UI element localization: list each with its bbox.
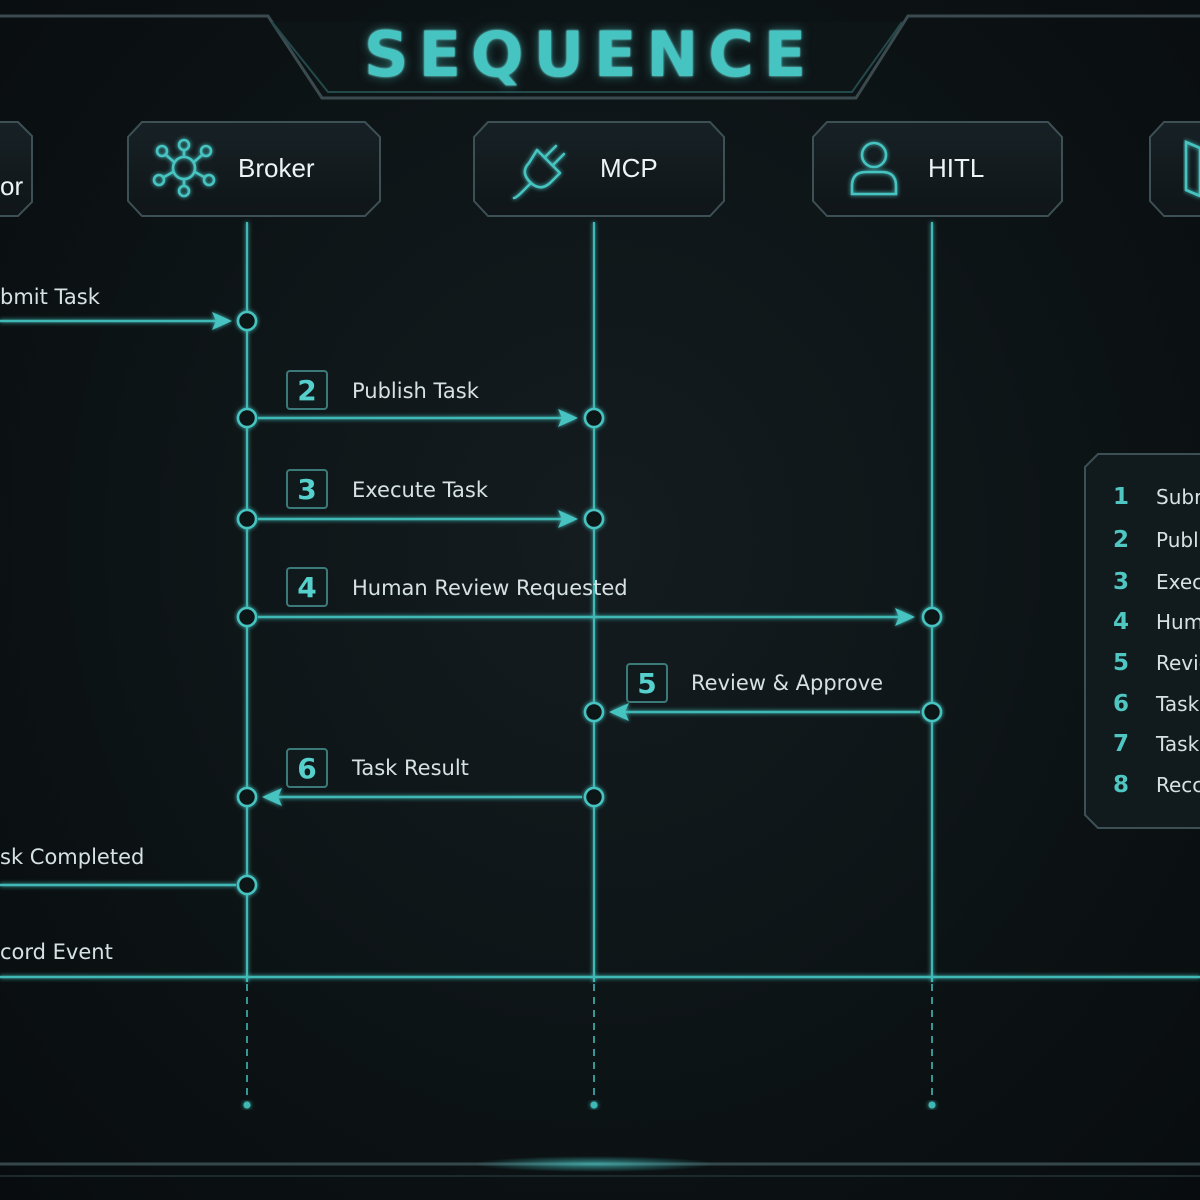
network-hub-icon — [152, 138, 216, 198]
actor-box-broker — [127, 121, 381, 217]
actor-box-hitl — [812, 121, 1063, 217]
step-box-3 — [286, 469, 328, 509]
legend-number-6: 6 — [1112, 691, 1129, 717]
node-mcp-2 — [583, 407, 605, 429]
step-box-5 — [626, 663, 668, 703]
actor-label-mcp: MCP — [600, 152, 658, 183]
step-box-6 — [286, 748, 328, 788]
plug-icon — [512, 144, 566, 200]
message-label-submit-task: bmit Task — [0, 285, 100, 309]
step-number-3: 3 — [297, 472, 317, 506]
step-number-4: 4 — [297, 570, 317, 604]
message-label-execute-task: Execute Task — [352, 478, 488, 502]
node-hitl-4 — [921, 606, 943, 628]
lifeline-end-hitl — [928, 1101, 936, 1109]
legend-number-4: 4 — [1112, 609, 1129, 635]
step-number-5: 5 — [637, 666, 657, 700]
legend-number-8: 8 — [1112, 772, 1129, 798]
actor-label-0: or — [0, 170, 24, 201]
message-label-publish-task: Publish Task — [352, 379, 479, 403]
node-broker-7 — [236, 874, 258, 896]
legend-item-5: Revie — [1156, 651, 1200, 675]
step-box-4 — [286, 567, 328, 607]
message-label-record-event: cord Event — [0, 940, 113, 964]
step-number-6: 6 — [297, 751, 317, 785]
legend-panel — [1084, 453, 1200, 829]
legend-number-5: 5 — [1112, 650, 1129, 676]
node-broker-4 — [236, 606, 258, 628]
node-mcp-6 — [583, 786, 605, 808]
legend-item-4: Hum — [1156, 610, 1200, 634]
message-label-review-approve: Review & Approve — [691, 671, 884, 695]
actor-label-hitl: HITL — [928, 152, 985, 183]
step-number-2: 2 — [297, 373, 317, 407]
node-mcp-3 — [583, 508, 605, 530]
person-icon — [850, 141, 898, 196]
legend-item-8: Recc — [1156, 773, 1200, 797]
actor-box-mcp — [473, 121, 725, 217]
legend-item-3: Exec — [1156, 570, 1200, 594]
arrowhead-human-review — [895, 608, 915, 626]
actor-label-broker: Broker — [238, 152, 315, 183]
arrowhead-task-result — [262, 788, 282, 806]
legend-number-2: 2 — [1112, 527, 1129, 553]
message-label-task-result: Task Result — [352, 756, 469, 780]
shield-icon — [1184, 140, 1200, 198]
legend-number-3: 3 — [1112, 569, 1129, 595]
legend-number-1: 1 — [1112, 484, 1129, 510]
node-hitl-5 — [921, 701, 943, 723]
top-frame — [0, 14, 1200, 100]
arrowhead-execute-task — [558, 510, 578, 528]
actor-box-4 — [1149, 121, 1200, 217]
legend-item-1: Subr — [1156, 485, 1200, 509]
node-broker-1 — [236, 310, 258, 332]
bottom-glow — [474, 1156, 714, 1172]
step-box-2 — [286, 370, 328, 410]
arrowhead-review-approve — [609, 703, 629, 721]
node-broker-6 — [236, 786, 258, 808]
legend-item-2: Publ — [1156, 528, 1199, 552]
legend-number-7: 7 — [1112, 731, 1129, 757]
lifeline-end-mcp — [590, 1101, 598, 1109]
node-broker-3 — [236, 508, 258, 530]
legend-item-7: Task — [1156, 732, 1200, 756]
page-title: SEQUENCE — [363, 17, 817, 91]
node-broker-2 — [236, 407, 258, 429]
message-label-human-review: Human Review Requested — [352, 576, 628, 600]
node-mcp-5 — [583, 701, 605, 723]
arrowhead-submit-task — [212, 312, 232, 330]
message-label-task-completed: sk Completed — [0, 845, 145, 869]
actor-box-0 — [0, 121, 33, 217]
legend-item-6: Task — [1156, 692, 1200, 716]
lifeline-end-broker — [243, 1101, 251, 1109]
title-plate — [271, 21, 903, 93]
arrowhead-publish-task — [558, 409, 578, 427]
